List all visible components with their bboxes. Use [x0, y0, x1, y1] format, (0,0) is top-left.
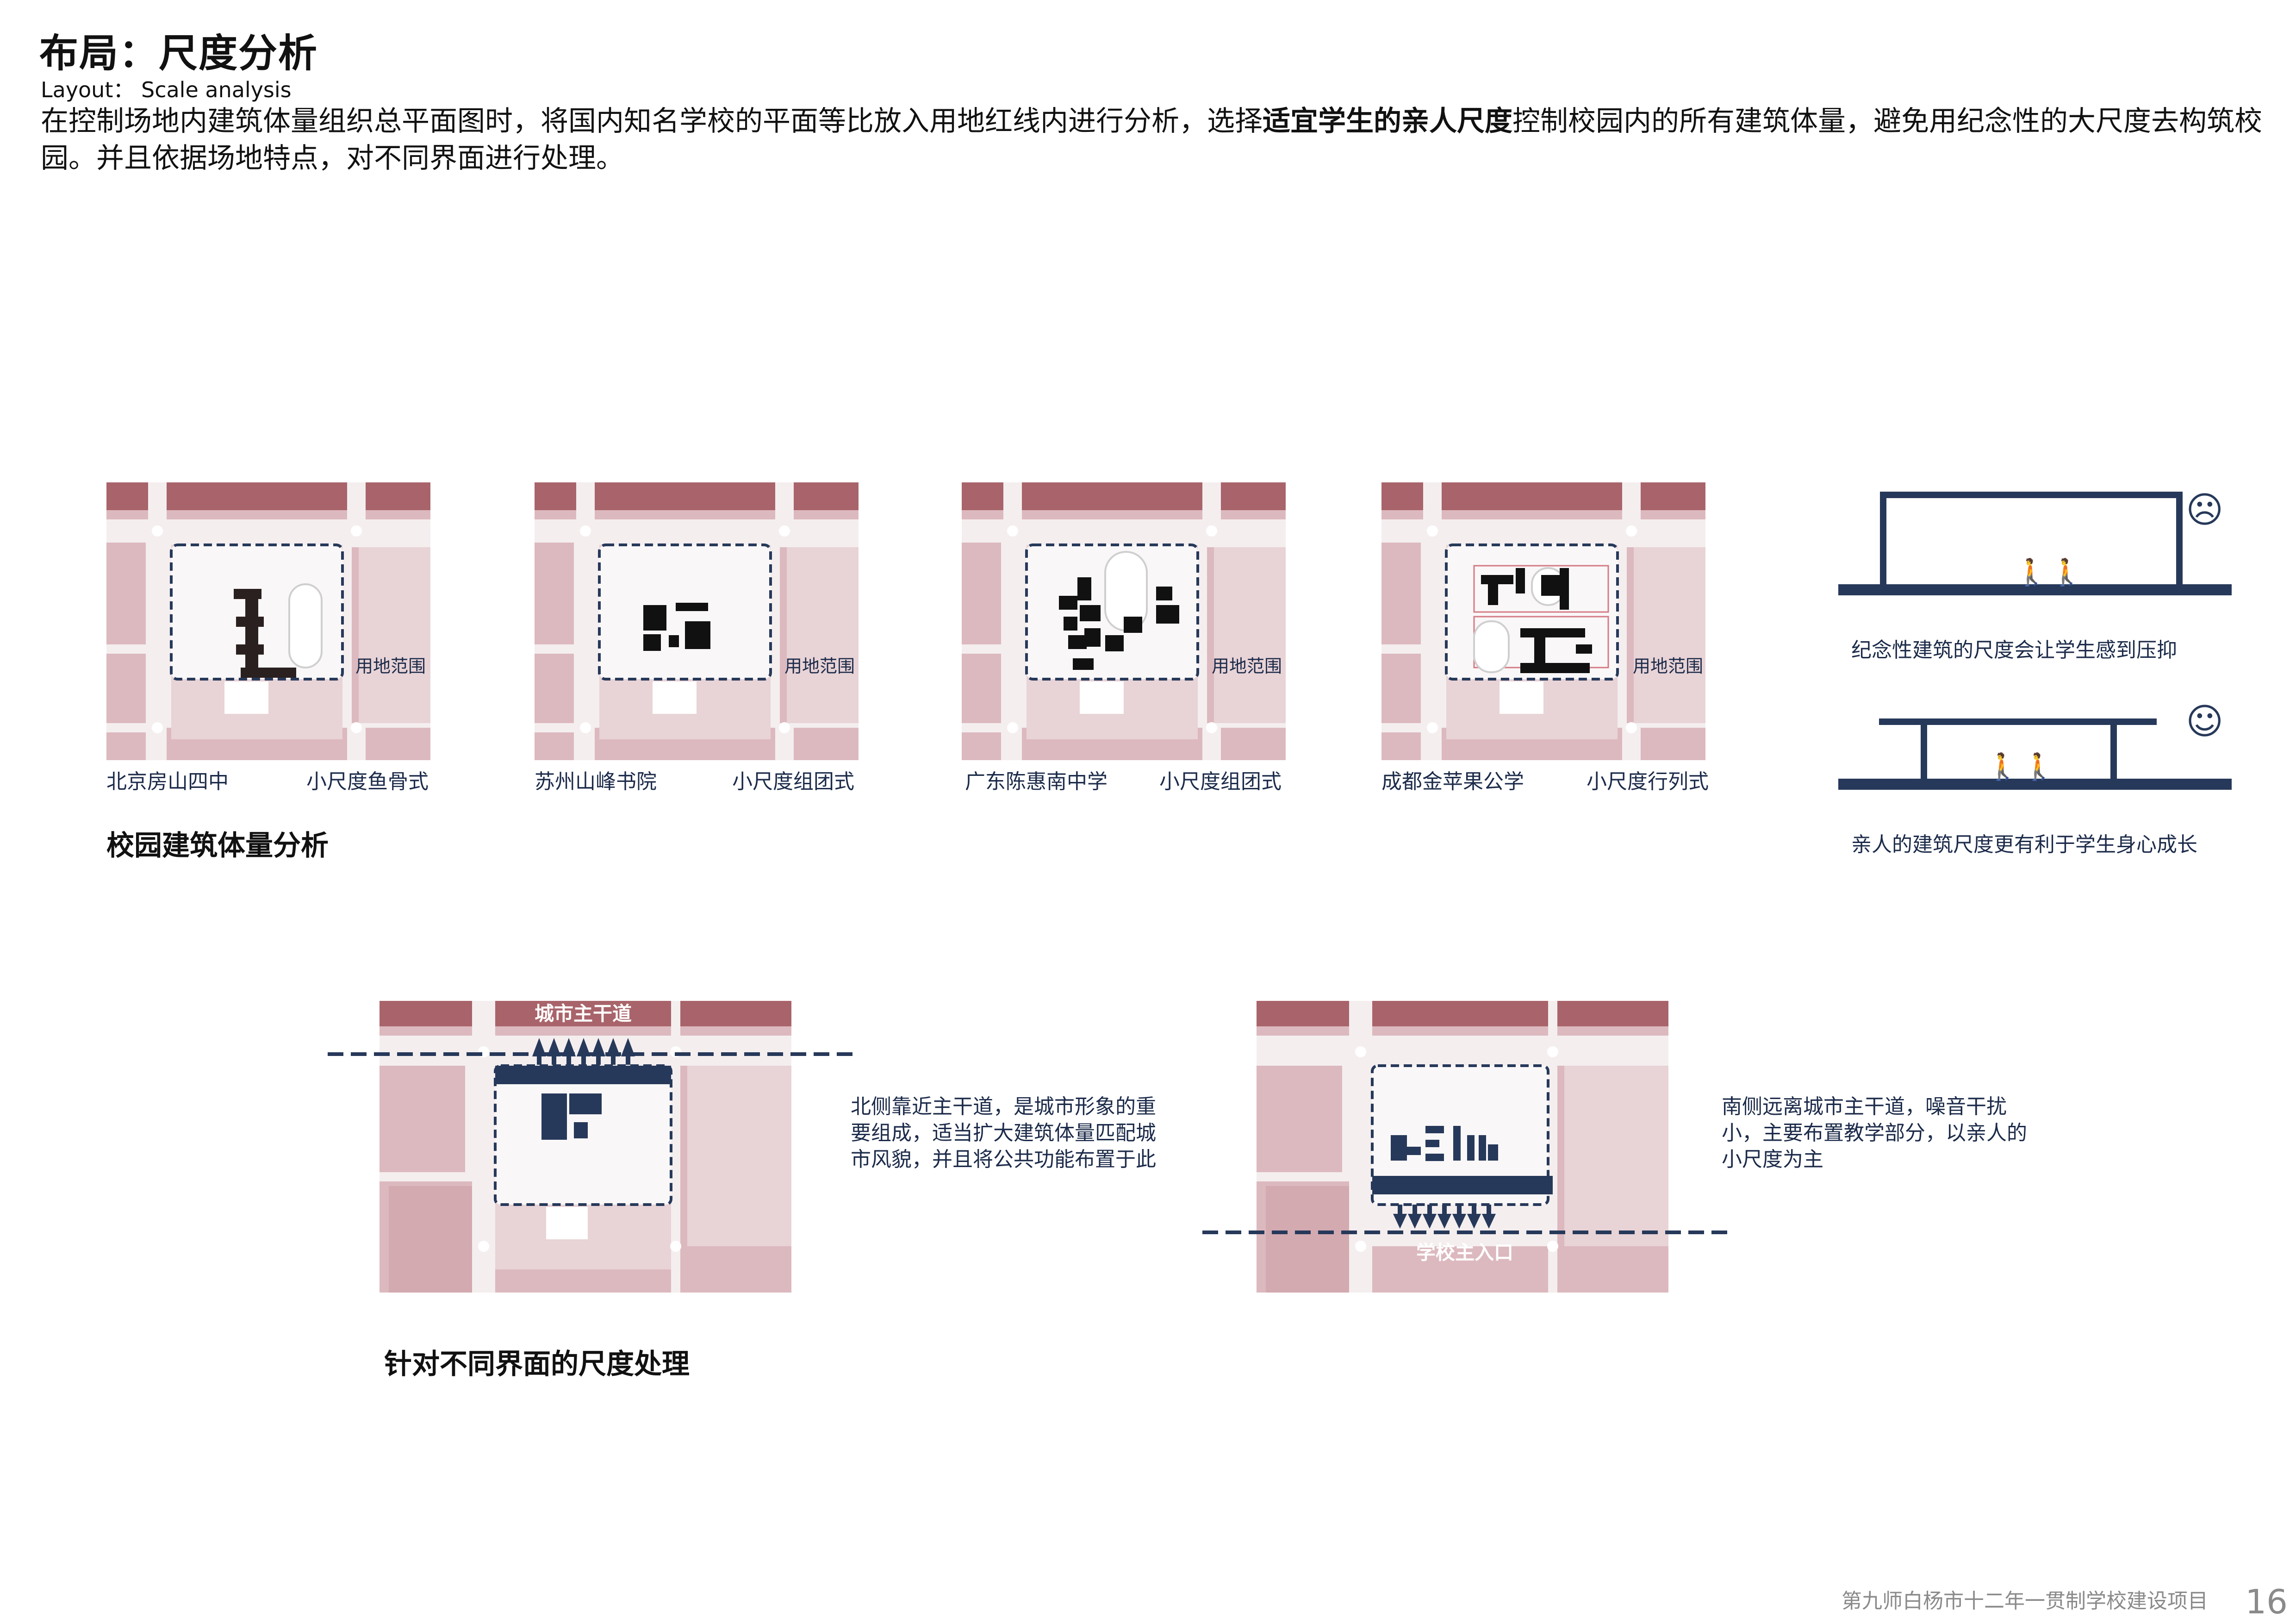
- smile-face-icon: ☺: [2186, 701, 2223, 743]
- case-2-school: 苏州山峰书院: [535, 770, 657, 793]
- section-title-interface: 针对不同界面的尺度处理: [384, 1348, 690, 1380]
- map-north-interface: 城市主干道: [380, 1001, 791, 1293]
- sad-face-icon: ☹: [2186, 489, 2223, 531]
- map-south-interface: 学校主入口: [1257, 1001, 1668, 1293]
- page-title: 布局：尺度分析: [39, 31, 318, 76]
- fishbone-buildings: [234, 589, 296, 678]
- case-1-type: 小尺度鱼骨式: [306, 770, 429, 793]
- map-beijing-fangshan: [106, 482, 430, 760]
- site-label-2: 用地范围: [784, 656, 855, 676]
- map-suzhou-shanfeng: [535, 482, 859, 760]
- monumental-scale-caption: 纪念性建筑的尺度会让学生感到压抑: [1851, 638, 2177, 662]
- page-number: 16: [2245, 1582, 2288, 1621]
- main-entrance-label: 学校主入口: [1416, 1241, 1513, 1264]
- person-icon: 🚶: [1986, 752, 2019, 782]
- intro-text-2: 控制校园内的所有建筑体量，避免用纪念性的大尺度去构筑校园。并且依据场地特点，对不…: [41, 105, 2262, 175]
- case-3-type: 小尺度组团式: [1159, 770, 1282, 793]
- case-4-school: 成都金苹果公学: [1381, 770, 1524, 793]
- footer-project-name: 第九师白杨市十二年一贯制学校建设项目: [1842, 1589, 2208, 1613]
- arrow-down-icons: [1393, 1205, 1496, 1229]
- page-subtitle: Layout： Scale analysis: [41, 77, 292, 102]
- site-label-3: 用地范围: [1212, 656, 1282, 676]
- section-title-case-studies: 校园建筑体量分析: [106, 830, 329, 862]
- case-4-type: 小尺度行列式: [1587, 770, 1709, 793]
- person-icon: 🚶: [2022, 752, 2055, 782]
- person-icon: 🚶: [2050, 557, 2083, 587]
- case-3-school: 广东陈惠南中学: [965, 770, 1108, 793]
- site-label-1: 用地范围: [355, 656, 426, 676]
- intro-text-1: 在控制场地内建筑体量组织总平面图时，将国内知名学校的平面等比放入用地红线内进行分…: [41, 105, 1263, 137]
- scale-diagram-monumental: 🚶 🚶 ☹: [1838, 489, 2232, 595]
- person-icon: 🚶: [2015, 557, 2047, 587]
- intimate-scale-caption: 亲人的建筑尺度更有利于学生身心成长: [1851, 833, 2197, 856]
- map-chengdu-jinpingguo: [1381, 482, 1705, 760]
- intro-text-bold: 适宜学生的亲人尺度: [1263, 105, 1512, 137]
- case-1-school: 北京房山四中: [106, 770, 229, 793]
- site-label-4: 用地范围: [1633, 656, 1703, 676]
- intro-paragraph: 在控制场地内建筑体量组织总平面图时，将国内知名学校的平面等比放入用地红线内进行分…: [41, 103, 2262, 177]
- south-interface-description: 南侧远离城市主干道，噪音干扰小，主要布置教学部分，以亲人的小尺度为主: [1722, 1095, 2027, 1171]
- map-guangdong-chenhuinan: [962, 482, 1286, 760]
- arrow-up-icons: [532, 1038, 635, 1065]
- case-2-type: 小尺度组团式: [732, 770, 854, 793]
- north-interface-description: 北侧靠近主干道，是城市形象的重要组成，适当扩大建筑体量匹配城市风貌，并且将公共功…: [851, 1095, 1156, 1171]
- scale-diagram-intimate: 🚶 🚶 ☺: [1838, 701, 2232, 790]
- arterial-road-label: 城市主干道: [535, 1002, 632, 1025]
